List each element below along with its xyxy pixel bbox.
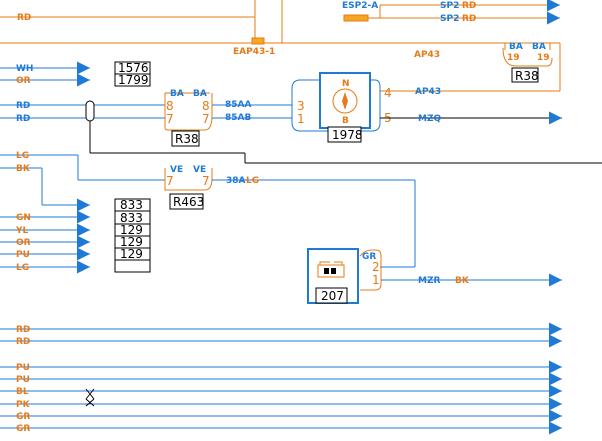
r463-pin-b: 7 bbox=[202, 174, 210, 188]
wire-bl-label: BL bbox=[16, 387, 29, 397]
wire-gn-label: GN bbox=[16, 213, 31, 223]
comp-207-code: 207 bbox=[321, 289, 344, 303]
wire-mzr-color: BK bbox=[455, 276, 470, 286]
comp-207-pin1: 1 bbox=[372, 273, 380, 287]
compass-s: B bbox=[342, 116, 349, 126]
wire-yl-label: YL bbox=[15, 226, 29, 236]
left-wires: WH OR RD RD LG BK GN YL OR PU LG bbox=[0, 61, 602, 435]
rd-b-label: RD bbox=[462, 14, 476, 24]
wire-mzr: MZR bbox=[418, 276, 440, 286]
r38-mid-pin-7a: 7 bbox=[166, 112, 174, 126]
ref-833-b: 833 bbox=[120, 211, 143, 225]
r38-top-ba-a: BA bbox=[509, 42, 523, 52]
wire-pk-label: PK bbox=[16, 400, 31, 410]
esp2-splice bbox=[343, 14, 369, 22]
connector-r38-top: BA BA 19 19 R38 bbox=[502, 42, 553, 83]
top-rd-label: RD bbox=[17, 13, 31, 23]
comp-1978-pin3: 3 bbox=[297, 99, 305, 113]
wire-rd-c-label: RD bbox=[16, 325, 30, 335]
sp2-b-label: SP2 bbox=[440, 14, 459, 24]
connector-r38-mid: BA BA 8 7 8 7 R38 85AA 85AB bbox=[164, 89, 292, 147]
comp-207-pin2: 2 bbox=[372, 260, 380, 274]
wire-bk-label: BK bbox=[16, 164, 31, 174]
ap43-top-label: AP43 bbox=[414, 50, 440, 60]
r38-mid-ba-a: BA bbox=[170, 89, 184, 99]
r38-mid-pin-8b: 8 bbox=[202, 99, 210, 113]
wire-38a: 38A bbox=[226, 176, 246, 186]
r463-ve-a: VE bbox=[170, 165, 183, 175]
r463-ve-b: VE bbox=[193, 165, 206, 175]
wire-85ab: 85AB bbox=[225, 113, 251, 123]
eap43-splice bbox=[251, 37, 265, 45]
r463-code: R463 bbox=[173, 195, 204, 209]
ref-129-a: 129 bbox=[120, 223, 143, 237]
r38-mid-pin-8a: 8 bbox=[166, 99, 174, 113]
r38-top-pin-a: 19 bbox=[507, 53, 520, 63]
r38-top-pin-b: 19 bbox=[537, 53, 550, 63]
wire-rd-b-label: RD bbox=[16, 114, 30, 124]
wire-rd-d-label: RD bbox=[16, 337, 30, 347]
esp2-label: ESP2-A bbox=[342, 1, 378, 11]
r38-top-ba-b: BA bbox=[532, 42, 546, 52]
wire-85aa: 85AA bbox=[225, 100, 251, 110]
r38-mid-pin-7b: 7 bbox=[202, 112, 210, 126]
ap43-mid-label: AP43 bbox=[415, 87, 441, 97]
wire-mzq: MZQ bbox=[418, 114, 441, 124]
wire-38a-color: LG bbox=[246, 176, 259, 186]
r463-pin-a: 7 bbox=[166, 174, 174, 188]
eap43-label: EAP43-1 bbox=[233, 47, 275, 57]
ref-1799: 1799 bbox=[118, 73, 149, 87]
r38-top-code: R38 bbox=[515, 69, 539, 83]
r38-mid-ba-b: BA bbox=[193, 89, 207, 99]
splice-ring bbox=[85, 100, 95, 122]
ref-box-b: 833 833 129 129 129 bbox=[114, 198, 151, 273]
wire-lg-label: LG bbox=[16, 151, 29, 161]
ref-833-a: 833 bbox=[120, 198, 143, 212]
sp2-a-label: SP2 bbox=[440, 1, 459, 11]
ref-129-b: 129 bbox=[120, 235, 143, 249]
ref-129-c: 129 bbox=[120, 247, 143, 261]
component-207: 207 GR 2 1 MZR BK bbox=[307, 248, 562, 304]
r38-mid-code: R38 bbox=[175, 132, 199, 146]
ref-box-a: 1576 1799 bbox=[114, 61, 151, 87]
twisted-pair-icon bbox=[85, 388, 95, 407]
wire-lg2-label: LG bbox=[16, 263, 29, 273]
wire-pu-b-label: PU bbox=[16, 375, 30, 385]
rd-a-label: RD bbox=[462, 1, 476, 11]
wire-rd-a-label: RD bbox=[16, 101, 30, 111]
wire-pu-label: PU bbox=[16, 250, 30, 260]
wire-wh-label: WH bbox=[16, 64, 33, 74]
top-wires: RD EAP43-1 ESP2-A SP2 RD SP2 RD AP43 AP4… bbox=[0, 0, 561, 97]
compass-icon bbox=[342, 92, 348, 110]
comp-1978-pin4: 4 bbox=[384, 86, 392, 100]
wire-pu-a-label: PU bbox=[16, 363, 30, 373]
comp-207-gr: GR bbox=[362, 252, 376, 262]
component-1978: N B 1978 3 1 4 5 MZQ bbox=[291, 72, 562, 143]
connector-r463: VE VE 7 7 R463 38A LG bbox=[164, 165, 416, 268]
wire-gr-b-label: GR bbox=[16, 424, 30, 434]
wire-or-label: OR bbox=[16, 76, 31, 86]
comp-1978-pin1: 1 bbox=[297, 112, 305, 126]
compass-n: N bbox=[342, 79, 350, 89]
wire-or2-label: OR bbox=[16, 238, 31, 248]
ref-1576: 1576 bbox=[118, 61, 149, 75]
wire-gr-a-label: GR bbox=[16, 412, 30, 422]
comp-1978-code: 1978 bbox=[332, 128, 363, 142]
